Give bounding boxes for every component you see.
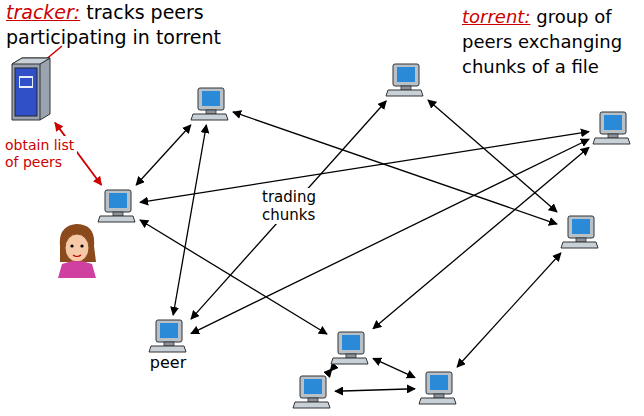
chunk-exchange-arrow	[335, 389, 415, 392]
computer-icon	[560, 214, 600, 250]
edge-label: obtain list of peers	[3, 136, 77, 172]
peer-computer	[560, 214, 600, 250]
computer-icon	[330, 330, 370, 366]
term-heading: torrent:	[462, 6, 530, 27]
peer-computer	[418, 370, 458, 406]
server-icon	[8, 56, 52, 122]
peer-computer	[330, 330, 370, 366]
activity-label: trading chunks	[262, 188, 352, 224]
peer-computer	[292, 374, 332, 410]
peer-computer	[385, 62, 425, 98]
tracker-note: tracker: tracks peers participating in t…	[6, 0, 306, 50]
chunk-exchange-arrow	[457, 253, 561, 367]
torrent-note: torrent: group of peers exchanging chunk…	[462, 4, 642, 79]
chunk-exchange-arrow	[373, 147, 589, 328]
chunk-exchange-arrow	[191, 139, 589, 333]
chunk-exchange-arrow	[140, 132, 589, 203]
peer-label: peer	[150, 354, 186, 372]
chunk-exchange-arrow	[136, 125, 191, 185]
computer-icon	[148, 318, 188, 354]
computer-icon	[97, 188, 137, 224]
computer-icon	[292, 374, 332, 410]
tracker-server	[8, 56, 52, 122]
computer-icon	[418, 370, 458, 406]
computer-icon	[385, 62, 425, 98]
computer-icon	[592, 110, 632, 146]
peer-computer	[97, 188, 137, 224]
chunk-exchange-arrow	[140, 220, 327, 334]
chunk-exchange-arrow	[373, 358, 415, 377]
term-heading: tracker:	[6, 1, 80, 23]
peer-computer	[190, 86, 230, 122]
chunk-exchange-arrow	[428, 100, 557, 212]
peer-computer	[592, 110, 632, 146]
chunk-exchange-arrow	[330, 369, 332, 371]
peer-computer: peer	[148, 318, 188, 372]
chunk-exchange-arrow	[233, 112, 557, 224]
alice-figure	[58, 224, 96, 278]
computer-icon	[190, 86, 230, 122]
chunk-exchange-arrow	[173, 125, 206, 315]
